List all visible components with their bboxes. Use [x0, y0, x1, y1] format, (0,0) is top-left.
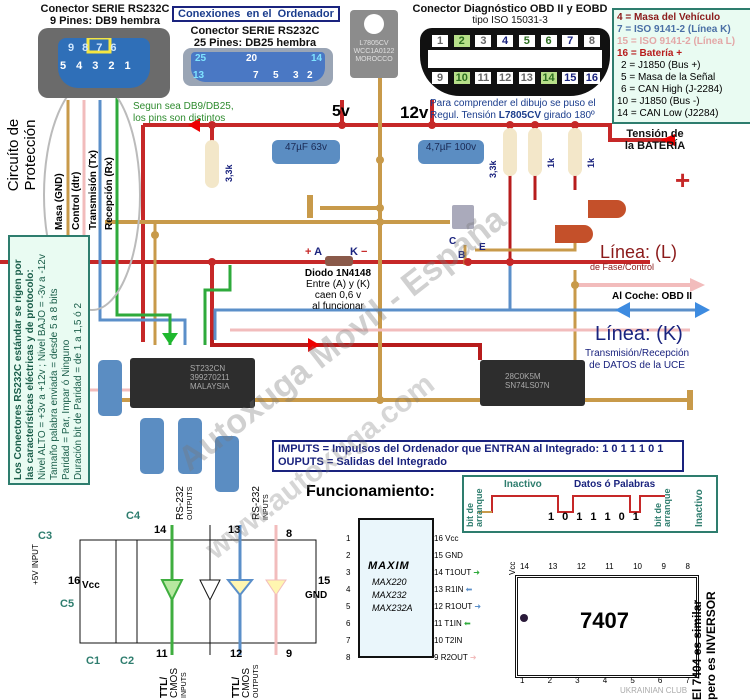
capacitor-4-7uf: 4,7µF 100v [418, 140, 484, 164]
chip-st232cn: ST232CN 399270211 MALAYSIA [130, 358, 255, 408]
max232-left-pins: 1 2 3 4 5 6 7 8 [346, 534, 351, 662]
wire-tx [98, 100, 187, 345]
timing-diagram: Inactivo Datos ó Palabras Inactivo bit d… [462, 475, 718, 533]
label-5v: 5v [332, 103, 350, 120]
timing-waveform [478, 495, 665, 513]
chip-sn74ls07n: 28C0K5M SN74LS07N [480, 360, 585, 406]
battery-plus: + [675, 165, 691, 195]
wire-12v-rail [430, 100, 670, 142]
max232-right-pins: 16 Vcc 15 GND 14 T1OUT ➜ 13 R1IN ⬅ 12 R1… [434, 534, 482, 662]
arrow-red-left [188, 118, 200, 132]
resistor-1k-b [568, 128, 582, 176]
capacitor-c-2 [178, 418, 202, 474]
funcionamiento-title: Funcionamiento: [306, 483, 435, 500]
signal-rx: Recepción (Rx) [104, 157, 115, 230]
obd-connector: 1 2 3 4 5 6 7 8 9 10 11 12 13 14 15 16 [420, 28, 610, 96]
signal-gnd: Masa (GND) [54, 173, 65, 230]
label-12v: 12v [400, 103, 429, 122]
db9-title: Conector SERIE RS232C 9 Pines: DB9 hembr… [40, 3, 170, 27]
capacitor-47uf: 47µF 63v [272, 140, 340, 164]
bit-sequence: 1 0 1 1 1 0 1 [548, 511, 639, 523]
diode-1n4148 [325, 256, 353, 266]
arrow-battery [660, 134, 675, 146]
wire-dtr [82, 100, 140, 392]
rs232-outputs: RS-232 OUTPUTS [175, 486, 194, 520]
signal-dtr: Control (dtr) [71, 171, 82, 230]
capacitor-c-left [98, 360, 122, 416]
arrow-red [308, 338, 320, 352]
watermark-logo: UKRAINIAN CLUB [620, 686, 688, 695]
capacitor-c-1 [140, 418, 164, 474]
db9-connector: 9876 54321 [38, 28, 170, 98]
line-k-subtitle: Transmisión/Recepción de DATOS de la UCE [585, 348, 690, 371]
ic7407-note: El 7404 es similar pero es INVERSOR [690, 591, 718, 700]
line-l-subtitle: de Fase/Control [590, 262, 655, 272]
resistor-3-3k-b [503, 128, 517, 176]
led-2 [555, 225, 593, 243]
transistor [452, 205, 474, 229]
regulator-note: Para comprender el dibujo se puso el Reg… [430, 98, 596, 121]
rs232-info-box: Los Conectores RS232C estándar se rigen … [8, 235, 90, 485]
led-1 [588, 200, 626, 218]
diode-cathode: K − [350, 246, 368, 258]
rs232-inputs: RS-232 INPUTS [251, 486, 270, 520]
resistor-3-3k-a [205, 140, 219, 188]
battery-label: Tensión de la BATERÍA [624, 128, 686, 152]
signal-tx: Transmisión (Tx) [88, 149, 99, 230]
line-k-title: Línea: (K) [595, 323, 683, 345]
diode-description: Diodo 1N4148 Entre (A) y (K) caen 0,6 v … [304, 268, 372, 312]
db25-title: Conector SERIE RS232C 25 Pines: DB25 hem… [190, 25, 320, 49]
db25-connector: 25 20 7 5 3 2 14 13 [183, 48, 333, 86]
diode-anode: + A [305, 246, 323, 258]
obd-title: Conector Diagnóstico OBD II y EOBD tipo … [412, 3, 608, 26]
resistor-1k-a [528, 128, 542, 176]
wire-rx [115, 55, 172, 345]
pc-connections-title: Conexiones en el Ordenador [172, 6, 340, 22]
capacitor-c-3 [215, 436, 239, 492]
obd-pin-legend: 4 = Masa del Vehículo 7 = ISO 9141-2 (Lí… [612, 8, 750, 124]
line-l-title: Línea: (L) [600, 242, 678, 262]
db-note: Segun sea DB9/DB25, los pins son distint… [133, 101, 234, 124]
protection-title: Circuíto de Protección [5, 118, 39, 192]
max232-chip: MAXIM MAX220 MAX232 MAX232A [358, 518, 434, 658]
ttl-inputs: TTL/ CMOS INPUTS [159, 668, 188, 698]
ttl-outputs: TTL/ CMOS OUTPUTS [231, 664, 260, 698]
io-note: IMPUTS = Impulsos del Ordenador que ENTR… [272, 440, 684, 472]
ic-7407: 7407 [515, 575, 699, 678]
voltage-regulator: L7805CV WCC1A0122 MOROCCO [350, 10, 398, 78]
max232-schematic [79, 525, 317, 655]
car-obd-label: Al Coche: OBD II [612, 291, 693, 302]
wire-k-line [213, 308, 700, 340]
